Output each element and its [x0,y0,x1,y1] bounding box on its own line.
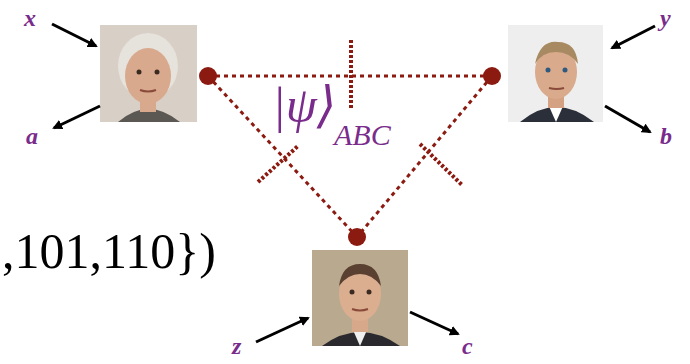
output-label: c [462,334,473,358]
portrait-bob [508,25,603,122]
input-label: z [232,334,241,358]
state-label: |ψ⟩ [272,80,336,130]
cut-marks [258,40,462,185]
set-fragment: ,101,110}) [2,226,216,276]
party-dots [199,67,501,246]
io-arrows [52,24,655,342]
output-label: b [660,124,672,148]
input-label: x [24,6,36,30]
portrait-charlie [312,250,408,346]
portrait-alice [100,25,197,122]
output-label: a [26,124,38,148]
state-subscript: ABC [334,120,391,150]
input-label: y [660,6,671,30]
